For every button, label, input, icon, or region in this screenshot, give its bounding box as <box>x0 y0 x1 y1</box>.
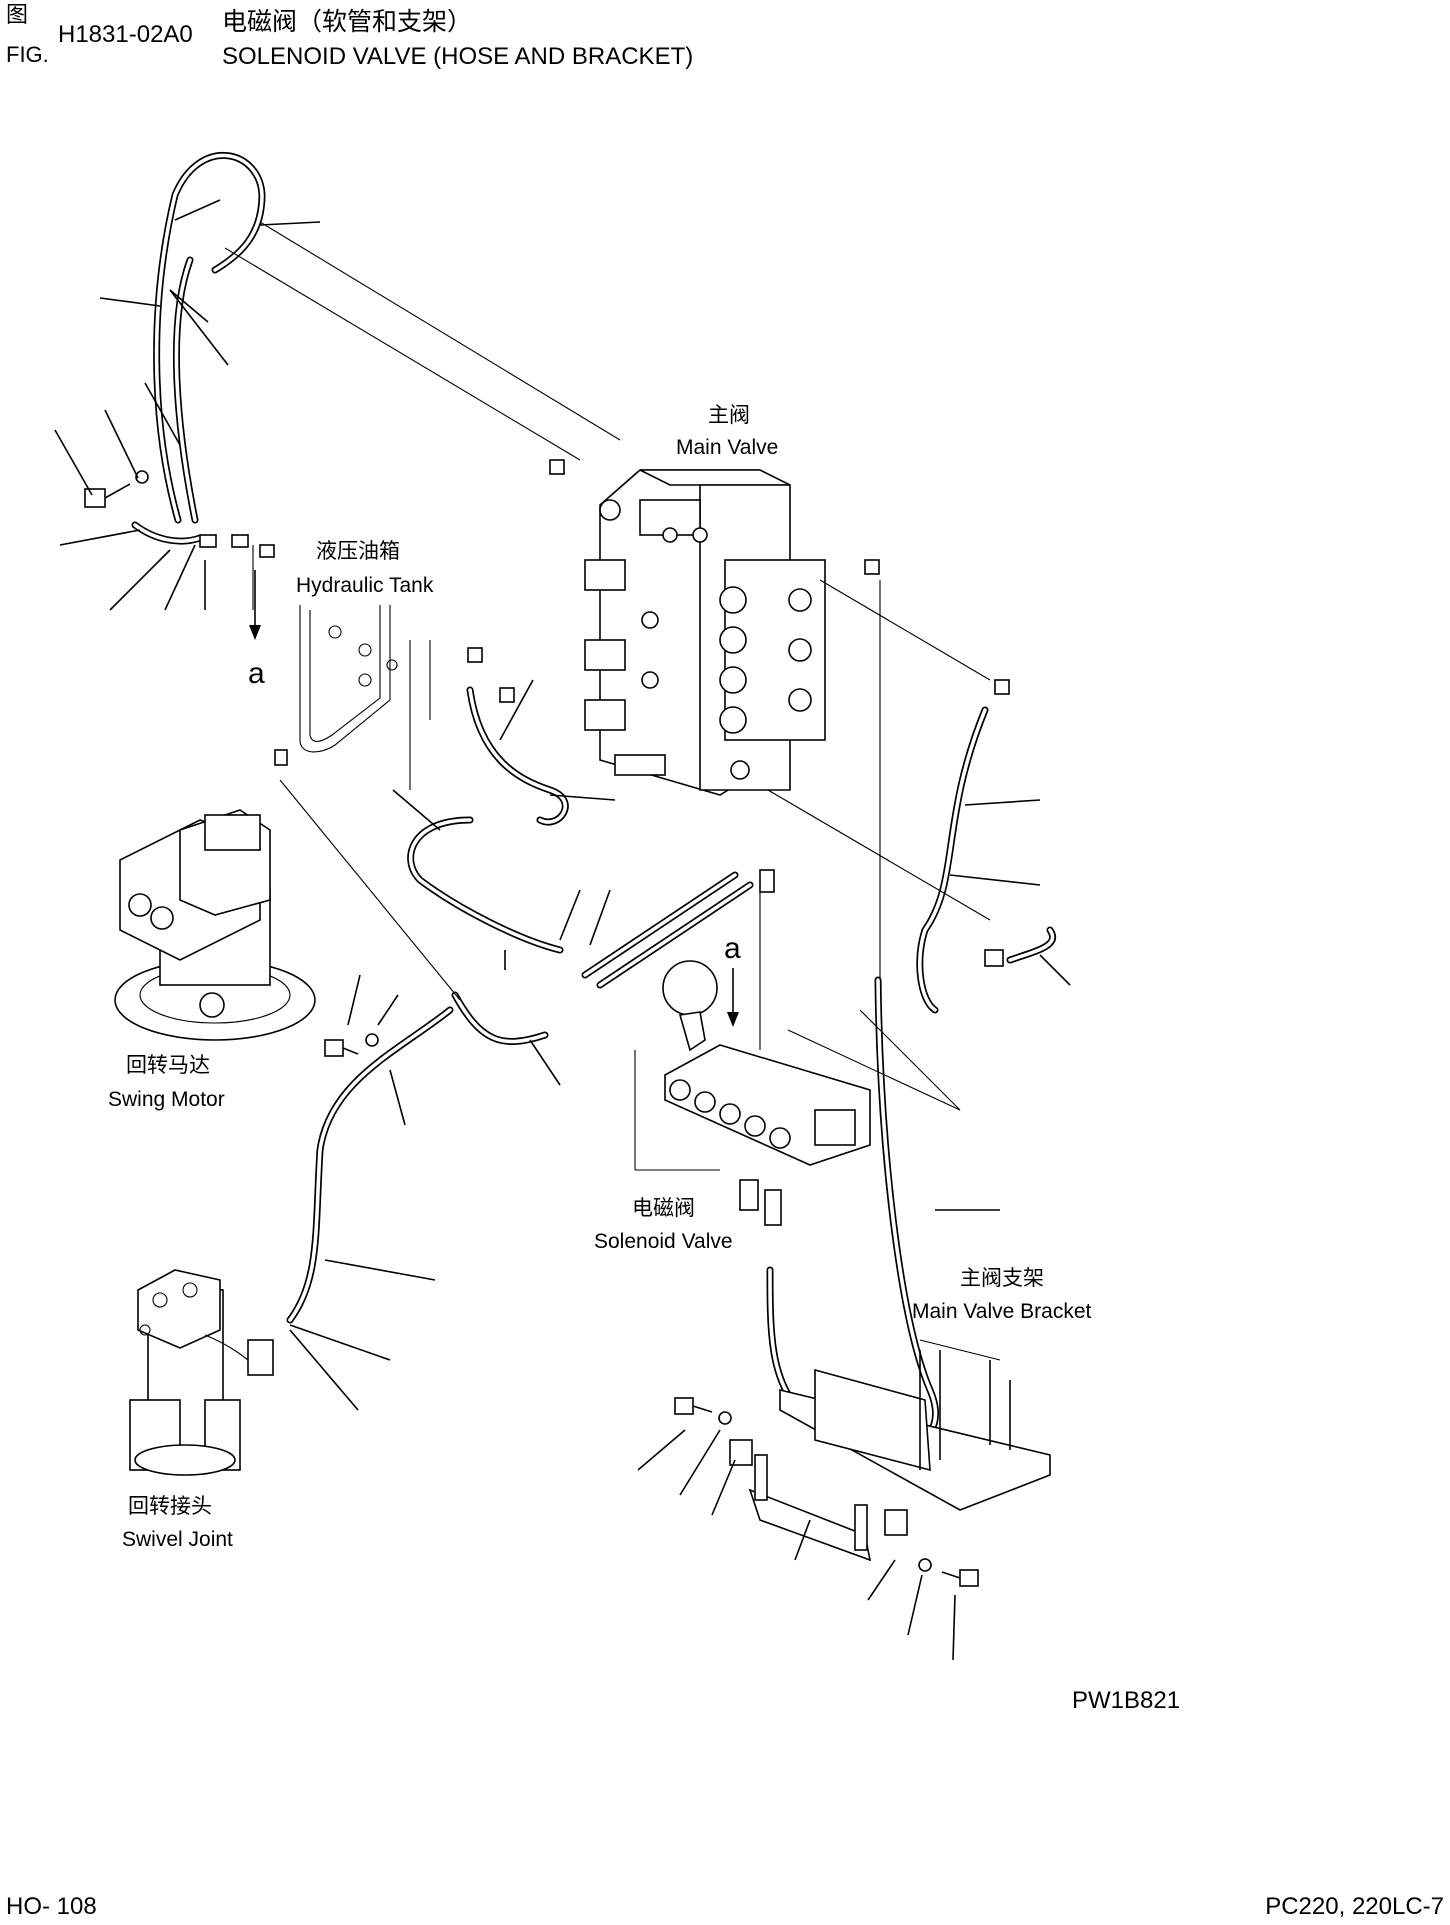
fig-label-en: FIG. <box>6 42 49 67</box>
fittings <box>84 459 1010 1587</box>
main-valve-bracket <box>729 1339 1051 1562</box>
hydraulic-tank-label-cn: 液压油箱 <box>316 539 400 563</box>
solenoid-valve-label-en: Solenoid Valve <box>594 1230 733 1253</box>
reference-lines <box>224 221 991 1171</box>
main-valve-bracket-label-cn: 主阀支架 <box>960 1266 1044 1290</box>
drawing-code: PW1B821 <box>1072 1687 1180 1714</box>
hoses <box>131 152 1056 1453</box>
solenoid-valve <box>662 960 871 1226</box>
page-number: HO- 108 <box>6 1893 97 1920</box>
hydraulic-tank <box>299 605 398 753</box>
footer: PW1B821 HO- 108 PC220, 220LC-7 <box>6 1687 1444 1920</box>
main-valve-label-cn: 主阀 <box>708 403 750 427</box>
swing-motor-label-en: Swing Motor <box>108 1088 225 1111</box>
solenoid-valve-label-cn: 电磁阀 <box>632 1196 695 1220</box>
title-cn: 电磁阀（软管和支架） <box>222 7 472 36</box>
view-ref-top: a <box>248 657 265 690</box>
hydraulic-tank-label-en: Hydraulic Tank <box>296 574 434 597</box>
swivel-joint <box>129 1269 274 1476</box>
swivel-joint-label-cn: 回转接头 <box>128 1494 212 1518</box>
view-ref-mid: a <box>724 932 741 965</box>
view-references: a a <box>248 570 741 1027</box>
fig-number: H1831-02A0 <box>58 21 193 48</box>
model-number: PC220, 220LC-7 <box>1265 1893 1444 1920</box>
swivel-joint-label-en: Swivel Joint <box>122 1528 233 1551</box>
swing-motor <box>114 809 316 1041</box>
leader-lines <box>54 199 1071 1661</box>
main-valve-bracket-label-en: Main Valve Bracket <box>912 1300 1092 1323</box>
header: 图 FIG. H1831-02A0 电磁阀（软管和支架） SOLENOID VA… <box>6 3 693 70</box>
main-valve <box>584 469 826 796</box>
swing-motor-label-cn: 回转马达 <box>126 1053 210 1077</box>
title-en: SOLENOID VALVE (HOSE AND BRACKET) <box>222 43 693 70</box>
main-valve-label-en: Main Valve <box>676 436 778 459</box>
component-labels: 主阀 Main Valve 液压油箱 Hydraulic Tank 回转马达 S… <box>108 403 1092 1551</box>
fig-label-cn: 图 <box>6 3 28 28</box>
